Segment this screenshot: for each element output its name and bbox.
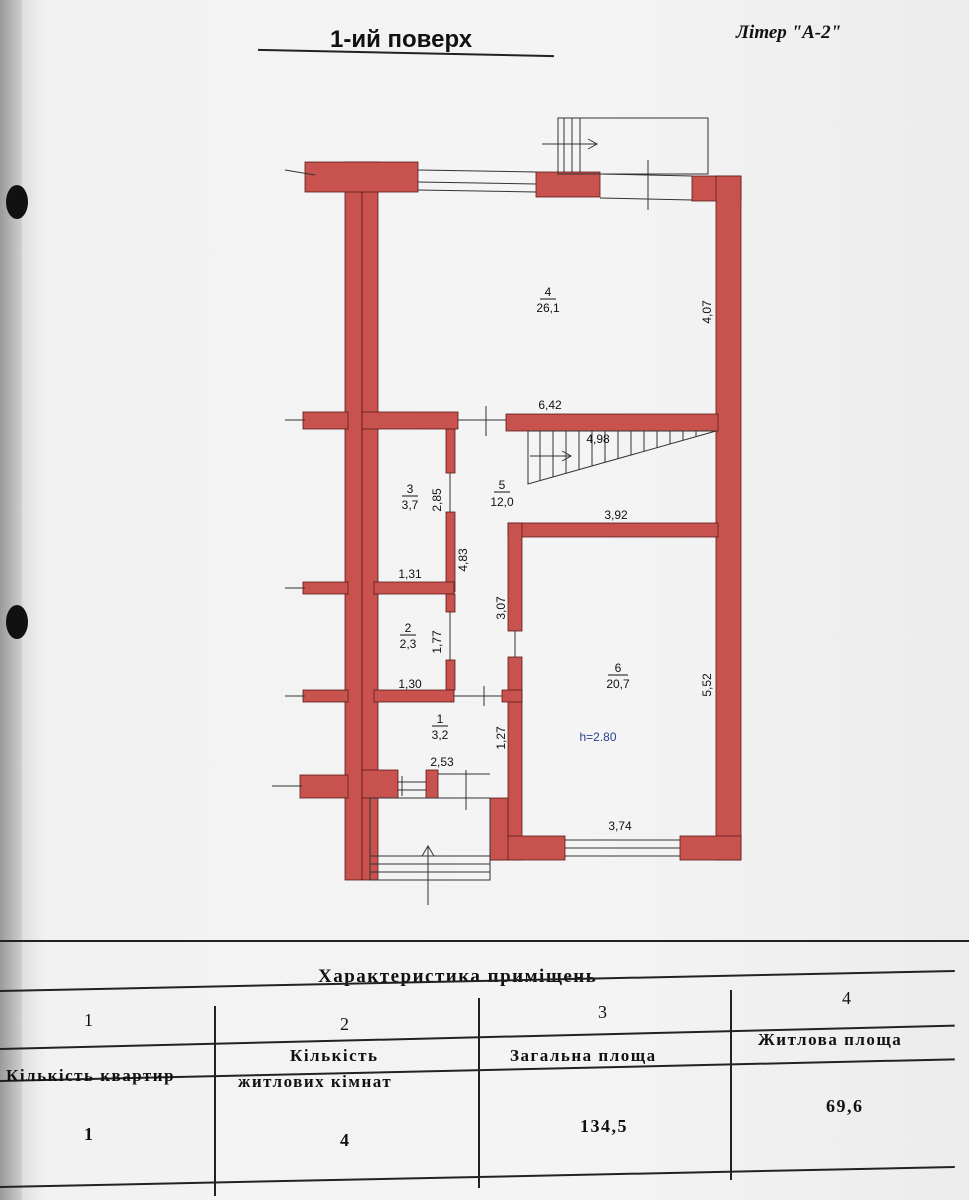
window-top-line-2 xyxy=(417,181,537,185)
value-apartments: 1 xyxy=(84,1124,95,1144)
table-col-sep-2 xyxy=(478,998,480,1188)
dim-room6-height: 5,52 xyxy=(700,673,714,697)
wall-mid-horizontal-right xyxy=(505,413,719,432)
floor-plan: 4 26,1 3 3,7 5 12,0 2 2,3 1 3,2 6 20,7 4… xyxy=(272,117,742,905)
walls xyxy=(299,161,742,881)
page-edge xyxy=(0,0,22,1200)
porch-box xyxy=(369,797,491,881)
header-rooms-line1: Кількість xyxy=(290,1046,379,1065)
liter-label: Літер "А-2" xyxy=(736,22,842,43)
wall-room6-left xyxy=(507,522,523,632)
floor-title: 1-ий поверх xyxy=(330,26,473,53)
dim-room2-width: 1,30 xyxy=(398,677,422,691)
wall-room3-right xyxy=(445,428,456,474)
room6-number: 6 xyxy=(615,661,622,675)
height-label: h=2.80 xyxy=(579,730,616,744)
room-labels: 4 26,1 3 3,7 5 12,0 2 2,3 1 3,2 6 20,7 xyxy=(400,285,630,742)
room3-number: 3 xyxy=(407,482,414,496)
header-rooms-line2: житлових кімнат xyxy=(238,1072,393,1091)
stair-top-box xyxy=(557,117,709,175)
wall-stub-2 xyxy=(302,581,349,595)
wall-porch-right xyxy=(489,797,509,861)
wall-room2-right-lower xyxy=(445,659,456,691)
room1-number: 1 xyxy=(437,712,444,726)
dim-room4-width: 6,42 xyxy=(538,398,562,412)
table-col-sep-3 xyxy=(730,990,732,1180)
characteristics-table: Характеристика приміщень 1 2 3 4 Кількіс… xyxy=(0,940,969,1200)
room5-area: 12,0 xyxy=(490,495,514,509)
dim-room6-bottom: 3,74 xyxy=(608,819,632,833)
room2-area: 2,3 xyxy=(400,637,417,651)
room2-number: 2 xyxy=(405,621,412,635)
wall-room1-top-right xyxy=(501,689,523,703)
col-number-1: 1 xyxy=(84,1010,93,1030)
dimension-labels: 4,07 6,42 4,98 2,85 4,83 3,92 1,31 3,07 … xyxy=(398,300,714,833)
window-top-line-3 xyxy=(417,189,537,193)
dim-room5-height: 4,83 xyxy=(456,548,470,572)
window-top-line-1 xyxy=(417,169,537,173)
value-living-area: 69,6 xyxy=(826,1096,864,1116)
paper-sheet xyxy=(18,0,969,1200)
dim-room4-height: 4,07 xyxy=(700,300,714,324)
stair-top-arrowhead xyxy=(587,138,599,150)
dim-room3-height: 2,85 xyxy=(430,488,444,512)
binder-hole-bottom xyxy=(6,605,28,639)
header-apartments: Кількість квартир xyxy=(6,1066,176,1085)
wall-room1-bottom xyxy=(361,769,399,799)
value-total-area: 134,5 xyxy=(580,1116,628,1136)
wall-bottom-right xyxy=(679,835,742,861)
wall-room3-right-lower xyxy=(445,511,456,593)
wall-stub-4 xyxy=(299,774,349,799)
room4-number: 4 xyxy=(545,285,552,299)
room1-area: 3,2 xyxy=(432,728,449,742)
room4-area: 26,1 xyxy=(536,301,560,315)
binder-hole-top xyxy=(6,185,28,219)
wall-stub-3 xyxy=(302,689,349,703)
dim-room6-top: 3,92 xyxy=(604,508,628,522)
dim-room2-height: 1,77 xyxy=(430,630,444,654)
wall-left-outer xyxy=(344,161,363,881)
room6-area: 20,7 xyxy=(606,677,630,691)
porch-arrowhead xyxy=(421,845,435,857)
room5-number: 5 xyxy=(499,478,506,492)
dim-room5-lower: 3,07 xyxy=(494,596,508,620)
dim-room3-width: 1,31 xyxy=(398,567,422,581)
wall-room1-bottom-mid xyxy=(425,769,439,799)
table-rule-top xyxy=(0,940,969,942)
col-number-4: 4 xyxy=(842,988,851,1008)
stair-inner-arrowhead xyxy=(561,450,573,462)
dim-stair: 4,98 xyxy=(586,432,610,446)
header-living-area: Житлова площа xyxy=(758,1030,903,1049)
header-total-area: Загальна площа xyxy=(510,1046,657,1065)
section-mark-4 xyxy=(284,169,316,176)
wall-room3-bottom xyxy=(373,581,455,595)
wall-room6-left-lower xyxy=(507,656,523,861)
wall-top-middle xyxy=(535,171,601,198)
room3-area: 3,7 xyxy=(402,498,419,512)
wall-room6-top xyxy=(507,522,719,538)
value-rooms: 4 xyxy=(340,1130,351,1150)
wall-stub-1 xyxy=(302,411,349,430)
dim-room1-width: 2,53 xyxy=(430,755,454,769)
wall-right xyxy=(715,175,742,861)
wall-room2-right xyxy=(445,593,456,613)
openings xyxy=(272,117,717,905)
stair-inner-outline xyxy=(527,430,717,485)
col-number-3: 3 xyxy=(598,1002,607,1022)
dim-room1-height: 1,27 xyxy=(494,726,508,750)
table-col-sep-1 xyxy=(214,1006,216,1196)
window-top2-line-2 xyxy=(599,197,693,201)
table-title: Характеристика приміщень xyxy=(318,966,598,987)
wall-top-left xyxy=(304,161,419,193)
col-number-2: 2 xyxy=(340,1014,349,1034)
wall-room2-bottom xyxy=(373,689,455,703)
wall-mid-horizontal xyxy=(361,411,459,430)
